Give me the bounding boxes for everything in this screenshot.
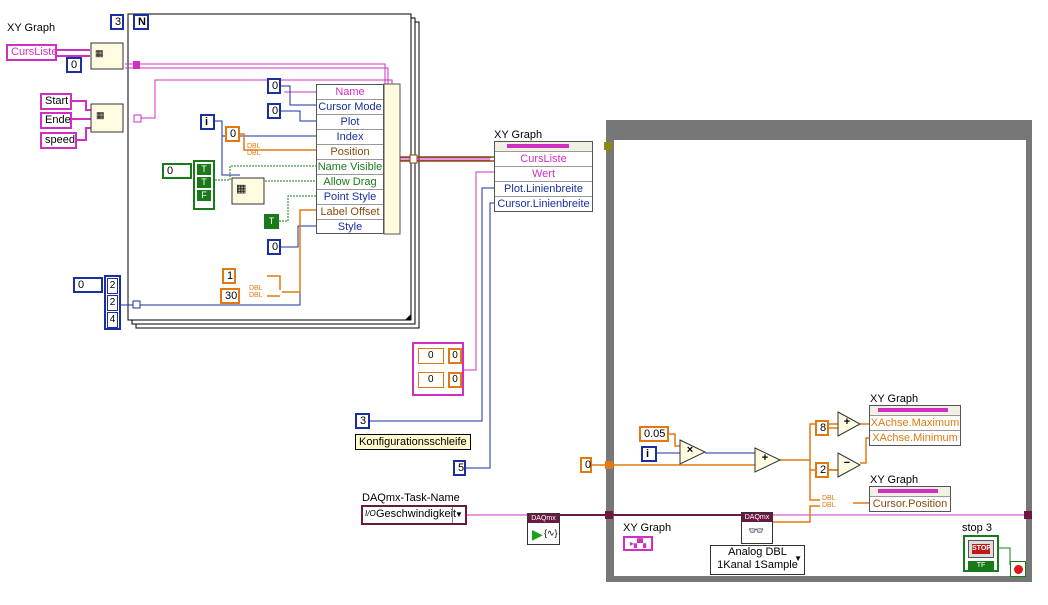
daqmx-start-task-vi[interactable]: DAQmx ▶ {∿} — [527, 513, 560, 545]
allow-drag-constant: T — [264, 214, 279, 229]
daqmx-read-vi[interactable]: DAQmx 👓 — [741, 512, 773, 544]
pn1-row-plot-linienbreite[interactable]: Plot.Linienbreite — [495, 182, 592, 197]
daqmx-task-label: DAQmx-Task-Name — [362, 492, 460, 504]
speed-control[interactable]: speed — [40, 132, 77, 149]
dbl-label-1: DBL — [247, 143, 261, 150]
wert-array-constant: 0 0 0 0 — [412, 342, 464, 396]
bundler-row-allow-drag: Allow Drag — [317, 175, 383, 190]
daqmx-read-selector[interactable]: Analog DBL 1Kanal 1Sample ▼ — [710, 545, 805, 575]
pn1-row-cursor-linienbreite[interactable]: Cursor.Linienbreite — [497, 198, 590, 210]
for-loop-count-value: 3 — [110, 14, 124, 30]
plot-linienbreite-constant: 3 — [355, 413, 370, 429]
cursor-bundler: Name Cursor Mode Plot Index Position Nam… — [316, 84, 384, 234]
glasses-icon: 👓 — [748, 523, 765, 538]
bundler-row-label-offset: Label Offset — [317, 205, 383, 220]
comment-label: Konfigurationsschleife — [355, 434, 471, 450]
min-offset-constant: 2 — [815, 462, 829, 478]
multiply-icon: × — [686, 444, 694, 456]
pn1-row-wert[interactable]: Wert — [495, 167, 592, 182]
property-node-2-title: XY Graph — [870, 393, 919, 405]
property-node-1-title: XY Graph — [494, 129, 543, 141]
label-offset-y-constant: 30 — [220, 288, 240, 304]
label-offset-x-constant: 1 — [222, 268, 236, 284]
cursor-mode-constant: 0 — [267, 78, 281, 94]
pn2-row-xachse-max[interactable]: XAchse.Maximum — [870, 417, 960, 431]
bundler-row-plot: Plot — [317, 115, 383, 130]
curs-liste-control[interactable]: CursListe — [6, 44, 57, 61]
play-icon: ▶ — [532, 526, 543, 542]
dbl-label-5: DBL — [822, 495, 836, 502]
add-icon-2: + — [843, 416, 851, 428]
ende-control[interactable]: Ende — [40, 112, 72, 129]
index-zero-constant: 0 — [66, 57, 82, 73]
xy-graph-terminal-icon[interactable]: ▸▞▚ — [623, 536, 653, 551]
pn1-row-curs-liste[interactable]: CursListe — [495, 152, 592, 167]
dbl-label-4: DBL — [249, 292, 263, 299]
bundler-row-index: Index — [317, 130, 383, 145]
daqmx-task-value: Geschwindigkeit — [376, 508, 457, 520]
read-mode-line-1: Analog DBL — [728, 546, 787, 558]
plot-constant: 0 — [267, 103, 281, 119]
position-zero-constant: 0 — [225, 126, 240, 142]
waveform-icon: {∿} — [544, 528, 558, 538]
build-array-icon: ▦ — [96, 110, 105, 120]
style-zero-constant: 0 — [267, 239, 281, 255]
loop-condition-icon — [1010, 561, 1026, 577]
style-array-index: 0 — [73, 277, 103, 293]
max-offset-constant: 8 — [815, 420, 829, 436]
subtract-icon: − — [843, 457, 851, 469]
property-node-1[interactable]: CursListe Wert Plot.Linienbreite Cursor.… — [494, 141, 593, 212]
read-mode-line-2: 1Kanal 1Sample — [717, 559, 798, 571]
outer-zero-constant: 0 — [580, 457, 592, 473]
bundler-row-point-style: Point Style — [317, 190, 383, 205]
for-loop-count-terminal: N — [133, 14, 149, 30]
io-icon: I/O — [365, 509, 376, 518]
index-array-icon: ▦ — [95, 48, 104, 58]
cursor-linienbreite-constant: 5 — [453, 460, 466, 476]
index-array-icon-2: ▦ — [236, 183, 247, 195]
style-array-constant: 2 2 4 — [104, 275, 121, 330]
property-node-3-title: XY Graph — [870, 474, 919, 486]
dbl-label-3: DBL — [249, 285, 263, 292]
pn2-row-xachse-min[interactable]: XAchse.Minimum — [872, 432, 958, 444]
dbl-label-2: DBL — [247, 150, 261, 157]
iteration-terminal: i — [200, 114, 215, 130]
chevron-down-icon-2: ▼ — [794, 554, 802, 563]
bundler-row-name-visible: Name Visible — [317, 161, 383, 175]
xy-graph-terminal-label: XY Graph — [623, 522, 672, 534]
property-node-3[interactable]: Cursor.Position — [869, 486, 951, 512]
bundler-row-cursor-mode: Cursor Mode — [317, 101, 383, 115]
bundler-row-name: Name — [317, 85, 383, 100]
while-loop-frame — [606, 120, 1032, 582]
xy-graph-ref-label: XY Graph — [7, 22, 56, 34]
dbl-label-6: DBL — [822, 502, 836, 509]
bool-array-index: 0 — [162, 163, 192, 179]
bundler-row-style: Style — [337, 221, 363, 233]
property-node-2[interactable]: XAchse.Maximum XAchse.Minimum — [869, 405, 961, 446]
daqmx-task-control[interactable]: I/O Geschwindigkeit ▼ — [361, 505, 467, 525]
add-icon: + — [761, 452, 769, 464]
multiplier-constant: 0.05 — [639, 426, 669, 442]
stop-label: stop 3 — [962, 522, 992, 534]
while-iteration-terminal: i — [641, 446, 657, 462]
stop-button-terminal[interactable]: STOP TF — [963, 535, 999, 572]
chevron-down-icon[interactable]: ▼ — [452, 507, 465, 523]
bool-array-constant: T T F — [193, 160, 215, 210]
pn3-row-cursor-position[interactable]: Cursor.Position — [872, 498, 948, 510]
start-control[interactable]: Start — [40, 93, 72, 110]
bundler-row-position: Position — [317, 145, 383, 160]
